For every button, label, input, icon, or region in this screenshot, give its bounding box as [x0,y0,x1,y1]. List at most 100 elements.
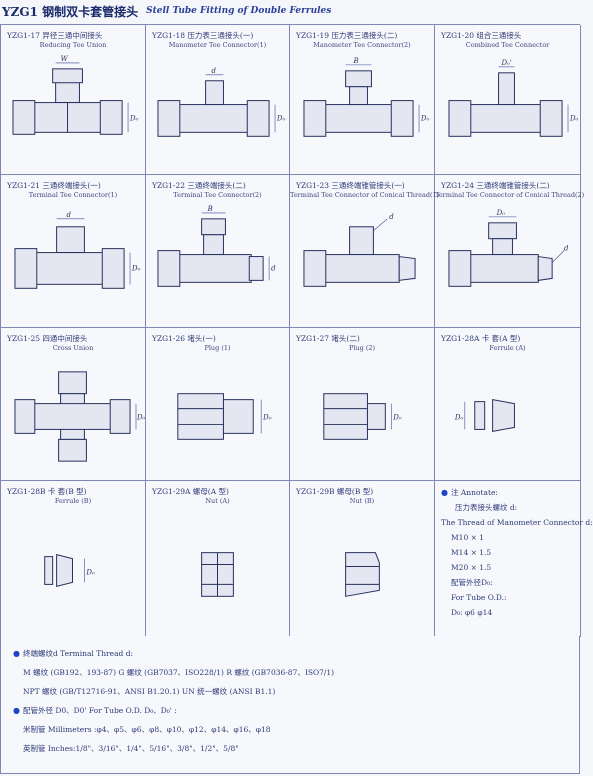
dim-label-d0: D₀ [129,114,139,122]
fitting-cell-yzg1-29a: YZG1-29A 螺母(A 型) Nut (A) [146,481,290,637]
annotation-od-en: For Tube O.D.: [451,593,507,602]
fitting-grid: YZG1-17 异径三通中间接头 Reducing Tee Union W D₀ [0,24,593,637]
page-header: YZG1 钢制双卡套管接头 Stell Tube Fitting of Doub… [0,0,581,22]
annotation-od-values: D₀: φ6 φ14 [451,608,493,617]
fitting-code: YZG1-18 压力表三通接头(一) [152,31,254,40]
conical-tee-connector-1-drawing: d [290,201,434,327]
dim-label-d0: D₀ [392,413,402,421]
ferrule-a-drawing: D₀ [435,354,580,480]
dim-label-d0: D₀ [131,264,141,272]
fitting-cell-yzg1-18: YZG1-18 压力表三通接头(一) Manometer Tee Connect… [146,25,290,175]
bullet-icon: ● [441,488,448,497]
fitting-code: YZG1-22 三通终端接头(二) [152,181,246,190]
page-title: YZG1 钢制双卡套管接头 [2,4,139,19]
dim-label-b: B [353,57,359,65]
fitting-name: Cross Union [52,344,94,352]
annotation-line1: 压力表接头螺纹 d: [455,503,518,512]
fitting-code: YZG1-28A 卡 套(A 型) [441,334,521,343]
plug-2-drawing: D₀ [290,354,434,480]
fitting-name: Plug (2) [348,344,376,352]
fitting-name: Terminal Tee Connector of Conical Thread… [435,191,585,199]
fitting-cell-yzg1-22: YZG1-22 三通终端接头(二) Terminal Tee Connector… [146,175,290,328]
fitting-cell-yzg1-23: YZG1-23 三通终端锥管接头(一) Terminal Tee Connect… [290,175,440,328]
fitting-name: Combined Tee Connector [465,41,550,49]
fitting-code: YZG1-20 组合三通接头 [441,31,522,40]
fitting-name: Manometer Tee Connector(1) [168,41,267,49]
fitting-cell-yzg1-28b: YZG1-28B 卡 套(B 型) Ferrule (B) D₀ [1,481,146,637]
thread-standards-line2: NPT 螺纹 (GB/T12716-91、ANSI B1.20.1) UN 统一… [23,687,276,696]
dim-label-d: d [67,211,72,219]
annotation-od-cn: 配管外径D₀: [451,578,493,587]
annotation-cell: ●注 Annotate: 压力表接头螺纹 d: The Thread of Ma… [435,481,593,637]
bullet-icon: ● [13,649,20,658]
fitting-name: Reducing Tee Union [39,41,107,49]
thread-heading: 终端螺纹d Terminal Thread d: [22,649,134,658]
inch-sizes: 英制管 Inches:1/8"、3/16"、1/4"、5/16"、3/8"、1/… [23,744,239,753]
fitting-name: Nut (B) [349,497,375,505]
plug-1-drawing: D₀ [146,354,289,480]
fitting-cell-yzg1-24: YZG1-24 三通终端锥管接头(二) Terminal Tee Connect… [435,175,585,328]
dim-label-d0p: D₀' [501,59,512,67]
annotation-block: ●注 Annotate: 压力表接头螺纹 d: The Thread of Ma… [435,481,593,624]
bullet-icon: ● [13,706,20,715]
fitting-name: Ferrule (A) [489,344,526,352]
fitting-cell-yzg1-25: YZG1-25 四通中间接头 Cross Union D₀ [1,328,146,481]
tube-od-heading: 配管外径 D0、D0' For Tube O.D. D₀、D₀' : [22,706,177,715]
fitting-cell-yzg1-26: YZG1-26 堵头(一) Plug (1) D₀ [146,328,290,481]
fitting-cell-yzg1-21: YZG1-21 三通终端接头(一) Terminal Tee Connector… [1,175,146,328]
nut-b-drawing [290,507,434,636]
fitting-cell-yzg1-17: YZG1-17 异径三通中间接头 Reducing Tee Union W D₀ [1,25,146,175]
dim-label-d0: D₀ [420,114,430,122]
dim-label-d0: D₀ [136,413,146,421]
dim-label-d0: D₀ [454,413,464,421]
manometer-tee-connector-2-drawing: B D₀ [290,51,434,174]
dim-label-d0: D₀ [496,209,506,217]
fitting-cell-yzg1-27: YZG1-27 堵头(二) Plug (2) D₀ [290,328,435,481]
fitting-name: Plug (1) [204,344,231,352]
dim-label-d: d [564,245,569,253]
fitting-code: YZG1-26 堵头(一) [152,334,216,343]
thread-spec-2: M14 × 1.5 [451,548,492,557]
dim-label-d: d [389,213,394,221]
dim-label-d0: D₀ [569,114,579,122]
dim-label-d0: D₀ [85,568,95,576]
terminal-tee-connector-2-drawing: B d [146,201,289,327]
metric-sizes: 米制管 Millimeters :φ4、φ5、φ6、φ8、φ10、φ12、φ14… [23,725,271,734]
fitting-name: Terminal Tee Connector of Conical Thread… [290,191,440,199]
dim-label-d0: D₀ [262,413,272,421]
dim-label-d: d [212,67,217,75]
fitting-code: YZG1-24 三通终端锥管接头(二) [441,181,550,190]
manometer-tee-connector-1-drawing: d D₀ [146,51,289,174]
dim-label-w: W [61,55,69,63]
fitting-code: YZG1-27 堵头(二) [296,334,360,343]
page-subtitle: Stell Tube Fitting of Double Ferrules [146,6,332,16]
fitting-cell-yzg1-29b: YZG1-29B 螺母(B 型) Nut (B) [290,481,435,637]
fitting-code: YZG1-25 四通中间接头 [7,334,88,343]
cross-union-drawing: D₀ [1,354,146,480]
fitting-code: YZG1-23 三通终端锥管接头(一) [296,181,405,190]
thread-standards-line1: M 螺纹 (GB192、193-87) G 螺纹 (GB7037、ISO228/… [23,668,335,677]
dim-label-d0: D₀ [276,114,286,122]
thread-spec-3: M20 × 1.5 [451,563,492,572]
ferrule-b-drawing: D₀ [1,507,145,636]
fitting-cell-yzg1-28a: YZG1-28A 卡 套(A 型) Ferrule (A) D₀ [435,328,581,481]
fitting-code: YZG1-19 压力表三通接头(二) [296,31,398,40]
fitting-code: YZG1-29B 螺母(B 型) [296,487,374,496]
annotation-line2: The Thread of Manometer Connector d: [441,518,593,527]
fitting-code: YZG1-17 异径三通中间接头 [7,31,103,40]
reducing-tee-union-drawing: W D₀ [1,51,145,174]
fitting-name: Terminal Tee Connector(2) [173,191,262,199]
annotation-label: 注 Annotate: [450,488,498,497]
nut-a-drawing [146,507,289,636]
fitting-name: Manometer Tee Connector(2) [313,41,411,49]
combined-tee-connector-drawing: D₀' D₀ [435,51,580,174]
fitting-code: YZG1-21 三通终端接头(一) [7,181,101,190]
dim-label-b: B [207,205,213,213]
fitting-cell-yzg1-19: YZG1-19 压力表三通接头(二) Manometer Tee Connect… [290,25,435,175]
fitting-name: Nut (A) [205,497,230,505]
spec-footer: ●终端螺纹d Terminal Thread d: M 螺纹 (GB192、19… [0,636,580,774]
fitting-code: YZG1-29A 螺母(A 型) [152,487,229,496]
terminal-tee-connector-1-drawing: d D₀ [1,201,145,327]
thread-spec-1: M10 × 1 [451,533,485,542]
